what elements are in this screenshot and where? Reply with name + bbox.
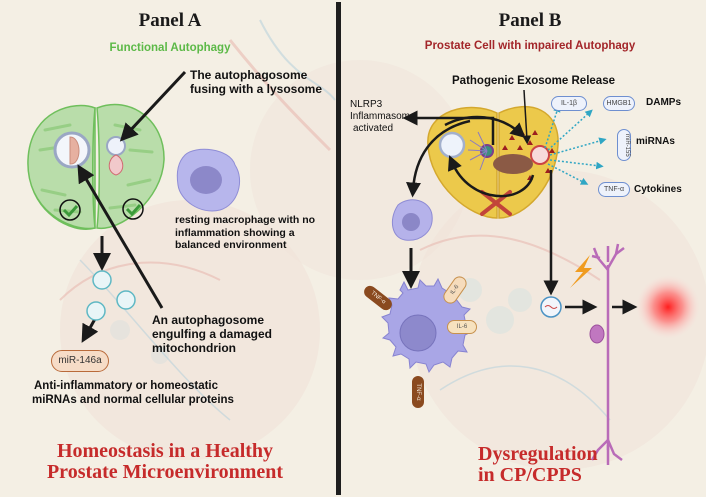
- panel-b-footer: Dysregulation in CP/CPPS: [478, 444, 598, 486]
- exosome-icons: [86, 270, 136, 321]
- macrophage-label-line-1: resting macrophage with no: [175, 214, 316, 226]
- mir-146a-badge: miR-146a: [51, 350, 109, 372]
- macrophage-label-line-2: inflammation showing a: [175, 226, 295, 239]
- output-label: Anti-inflammatory or homeostatic miRNAs …: [32, 379, 234, 407]
- autophagosome-impaired: [438, 131, 466, 159]
- engulf-label-line-3: mitochondrion: [152, 341, 236, 355]
- il6-pill-2: IL-6: [447, 320, 477, 334]
- macrophage-activation-arrow: [406, 119, 471, 198]
- panel-a-subtitle: Functional Autophagy: [109, 42, 231, 54]
- dotted-release-arrows: [544, 104, 607, 185]
- macrophage-label-line-3: balanced environment: [175, 239, 287, 251]
- lightning-icon: [570, 255, 592, 288]
- lysosome-fusion: [106, 136, 126, 176]
- hmgb1-badge: HMGB1: [603, 96, 635, 111]
- check-icon-left: [59, 199, 81, 221]
- nlrp3-label-line-3: activated: [353, 123, 394, 134]
- nlrp3-label: NLRP3 Inflammasome activated: [350, 99, 416, 135]
- damaged-organelle: [467, 131, 550, 174]
- cycle-arrow-bottom: [447, 155, 535, 198]
- panel-b-footer-line-1: Dysregulation: [478, 443, 598, 465]
- fusion-arrow: [119, 70, 187, 142]
- panel-a-footer-line-2: Prostate Microenvironment: [46, 461, 284, 483]
- cytokines-label: Cytokines: [634, 184, 682, 195]
- activated-macrophage-small: [391, 199, 433, 241]
- panel-a-title: Panel A: [138, 10, 202, 31]
- engulf-label: An autophagosome engulfing a damaged mit…: [152, 313, 272, 355]
- fusion-label-line-1: The autophagosome: [190, 68, 308, 82]
- check-icon-right: [122, 198, 144, 220]
- engulf-label-line-2: engulfing a damaged: [152, 327, 273, 341]
- tnfa-pill-2: TNF-α: [412, 376, 424, 408]
- panel-a-footer-line-1: Homeostasis in a Healthy: [56, 440, 274, 462]
- damps-label: DAMPs: [646, 97, 682, 108]
- panel-divider: [336, 2, 341, 495]
- mir-155-badge: miR-155: [617, 129, 631, 161]
- engulf-arrow: [77, 164, 164, 309]
- macrophage-label: resting macrophage with no inflammation …: [175, 214, 315, 252]
- pathogenic-exosome-icon: [540, 296, 562, 318]
- panel-b-footer-line-2: in CP/CPPS: [478, 464, 582, 486]
- fusion-label-line-2: fusing with a lysosome: [190, 82, 323, 96]
- output-label-line-1: Anti-inflammatory or homeostatic: [34, 380, 219, 392]
- panel-a-footer: Homeostasis in a Healthy Prostate Microe…: [20, 441, 310, 483]
- autophagosome-with-mitochondrion: [53, 131, 91, 169]
- il1b-badge: IL-1β: [551, 96, 587, 111]
- sensory-neuron: [589, 243, 625, 465]
- mirnas-label: miRNAs: [636, 136, 675, 147]
- nlrp3-label-line-2: Inflammasome: [350, 111, 416, 122]
- output-label-line-2: miRNAs and normal cellular proteins: [32, 394, 234, 406]
- cycle-arrow-top: [444, 115, 526, 139]
- exosome-release-arrow: [522, 89, 532, 145]
- panel-b-title: Panel B: [498, 10, 562, 31]
- engulf-label-line-1: An autophagosome: [152, 313, 265, 327]
- panel-b-subtitle: Prostate Cell with impaired Autophagy: [424, 40, 636, 52]
- fusion-label: The autophagosome fusing with a lysosome: [190, 68, 322, 96]
- tnfa-badge: TNF-α: [598, 182, 630, 197]
- pain-signal: [636, 275, 700, 339]
- nlrp3-label-line-1: NLRP3: [350, 99, 383, 110]
- resting-macrophage: [176, 148, 240, 212]
- exosome-release-label: Pathogenic Exosome Release: [452, 75, 615, 87]
